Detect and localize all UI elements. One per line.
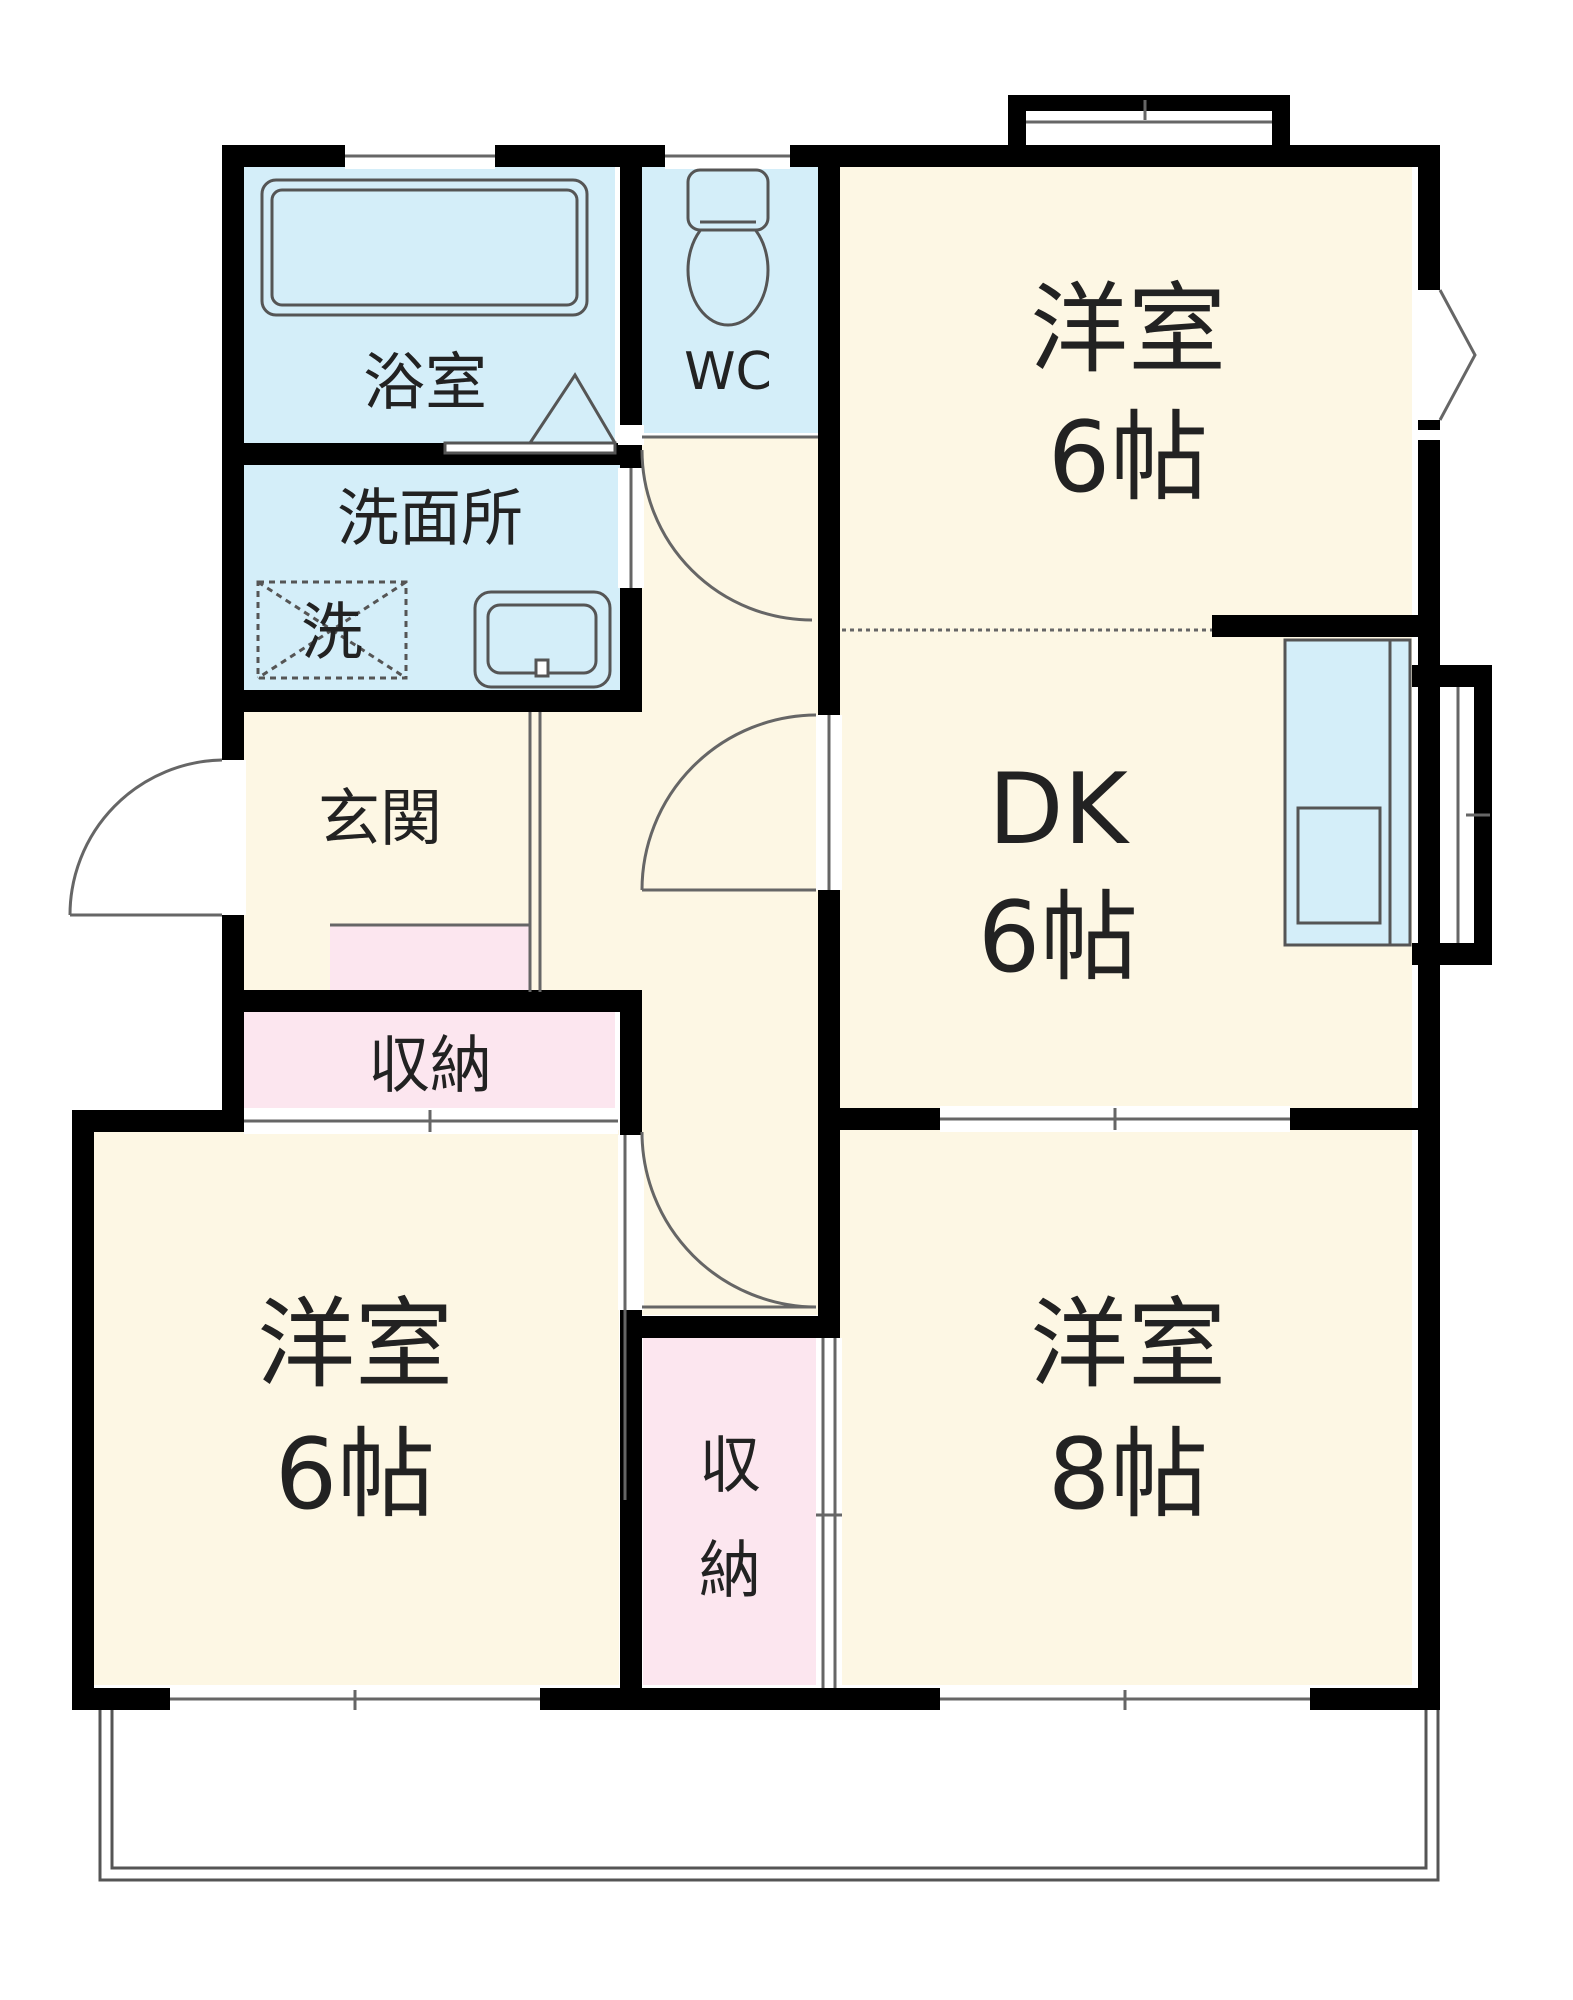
- western-sw-label-1: 洋室: [257, 1288, 453, 1402]
- washer-space-icon: [256, 580, 408, 680]
- dk-label-2: 6帖: [978, 881, 1138, 995]
- bath-label: 浴室: [363, 346, 487, 419]
- western-ne-label-2: 6帖: [1048, 401, 1208, 515]
- fixtures: [256, 168, 1412, 947]
- storage-b-floor: [643, 1336, 818, 1685]
- balcony: [98, 1700, 1440, 1882]
- entrance-step: [330, 925, 530, 992]
- dk-label-1: DK: [988, 753, 1130, 867]
- storage-a-label: 収納: [368, 1029, 492, 1102]
- western-se-label-2: 8帖: [1048, 1418, 1208, 1532]
- storage-b-label-2: 納: [699, 1534, 761, 1607]
- western-sw-label-2: 6帖: [275, 1418, 435, 1532]
- western-ne-label-1: 洋室: [1030, 273, 1226, 387]
- storage-b-label-1: 収: [699, 1429, 761, 1502]
- door-swings: [68, 289, 1477, 1309]
- openings: [170, 143, 1442, 1712]
- entrance-label: 玄関: [318, 782, 442, 855]
- western-se-label-1: 洋室: [1030, 1288, 1226, 1402]
- western-sw-floor: [92, 1130, 619, 1685]
- wc-label: WC: [684, 342, 772, 402]
- western-se-floor: [840, 1130, 1412, 1685]
- hallway-floor: [630, 435, 818, 1315]
- washroom-label: 洗面所: [337, 482, 523, 555]
- bath-door-icon: [528, 372, 617, 444]
- kitchen-sink-icon: [1296, 806, 1382, 925]
- western-ne-floor: [840, 165, 1412, 635]
- washer-label: 洗: [301, 596, 363, 669]
- sink-icon: [473, 590, 612, 689]
- storage-a-floor: [240, 1010, 615, 1118]
- bathtub-icon: [260, 178, 589, 317]
- room-labels: 浴室 WC 洗面所 洗 玄関 収納 収 納 洋室 6帖 DK 6帖 洋室 6帖 …: [257, 273, 1226, 1607]
